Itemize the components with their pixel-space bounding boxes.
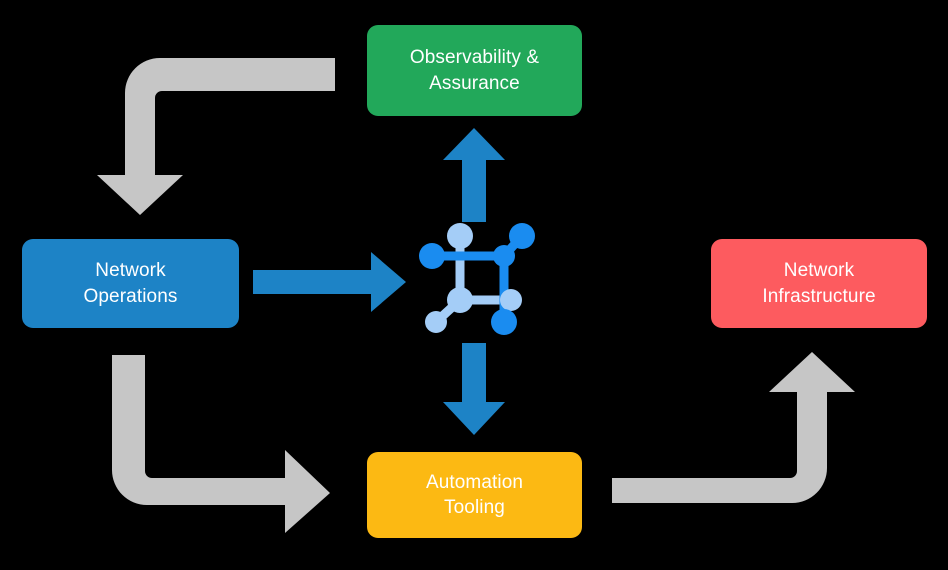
node-network-infrastructure[interactable]: Network Infrastructure — [711, 239, 927, 328]
blue-arrow-center-to-observability — [443, 128, 505, 222]
gray-arrow-observability-to-operations — [97, 58, 335, 215]
blue-arrow-operations-to-center — [253, 252, 406, 312]
blue-arrow-center-to-automation — [443, 343, 505, 435]
gray-arrow-operations-to-automation — [112, 355, 330, 533]
node-observability-assurance[interactable]: Observability & Assurance — [367, 25, 582, 116]
network-topology-icon — [419, 223, 535, 335]
gray-arrow-automation-to-infrastructure — [612, 352, 855, 503]
node-network-operations[interactable]: Network Operations — [22, 239, 239, 328]
node-automation-tooling[interactable]: Automation Tooling — [367, 452, 582, 538]
